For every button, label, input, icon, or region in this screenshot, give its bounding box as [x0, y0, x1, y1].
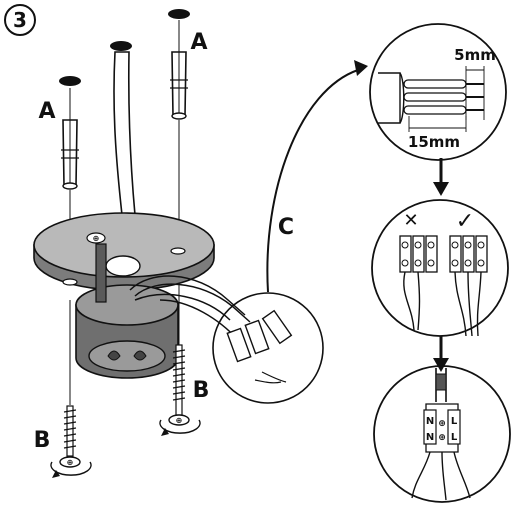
svg-text:⊕: ⊕ — [438, 419, 446, 429]
terminal-l-bottom: L — [451, 432, 458, 443]
detail-terminal-nl: N N L L ⊕ ⊕ — [373, 365, 511, 503]
correct-mark: ✓ — [456, 209, 474, 234]
ceiling-hole-left — [59, 76, 81, 86]
svg-text:⊕: ⊕ — [438, 433, 446, 443]
ceiling-plate: ⊕ — [33, 212, 215, 291]
label-c: C — [278, 215, 294, 240]
terminal-n-bottom: N — [426, 432, 434, 443]
detail-zoom-circle — [212, 292, 324, 404]
rotation-arrow-left — [50, 461, 92, 476]
dimension-sheath-length: 15mm — [408, 133, 460, 151]
svg-text:⊕: ⊕ — [93, 234, 100, 243]
dimension-strip-length: 5mm — [454, 46, 496, 64]
detail-correct-incorrect: ✕ ✓ — [371, 199, 509, 337]
svg-text:⊕: ⊕ — [67, 458, 74, 467]
step-number: 3 — [13, 8, 27, 32]
wall-plug-right — [170, 51, 188, 120]
arrow-down-2 — [433, 336, 449, 372]
terminal-block-loose — [226, 309, 293, 363]
earth-screw-head — [86, 232, 106, 244]
screw-left: ⊕ — [50, 405, 92, 478]
rotation-arrow-right — [159, 419, 201, 434]
label-a-left: A — [38, 99, 55, 124]
connector-arrow-c — [266, 69, 359, 293]
detail-strip-wires: 5mm 15mm — [369, 23, 507, 161]
screw-right: ⊕ — [159, 344, 201, 436]
ceiling-hole-right — [168, 9, 190, 19]
label-a-right: A — [190, 30, 207, 55]
arrow-down-1 — [433, 158, 449, 196]
step-number-badge: 3 — [4, 4, 36, 36]
wall-plug-left — [61, 119, 79, 190]
terminal-l-top: L — [451, 416, 458, 427]
label-b-left: B — [34, 428, 51, 453]
supply-cable — [113, 51, 136, 216]
label-b-right: B — [193, 378, 210, 403]
ceiling-hole-center — [110, 41, 132, 51]
incorrect-mark: ✕ — [403, 210, 418, 231]
svg-text:⊕: ⊕ — [176, 416, 183, 425]
terminal-n-top: N — [426, 416, 434, 427]
